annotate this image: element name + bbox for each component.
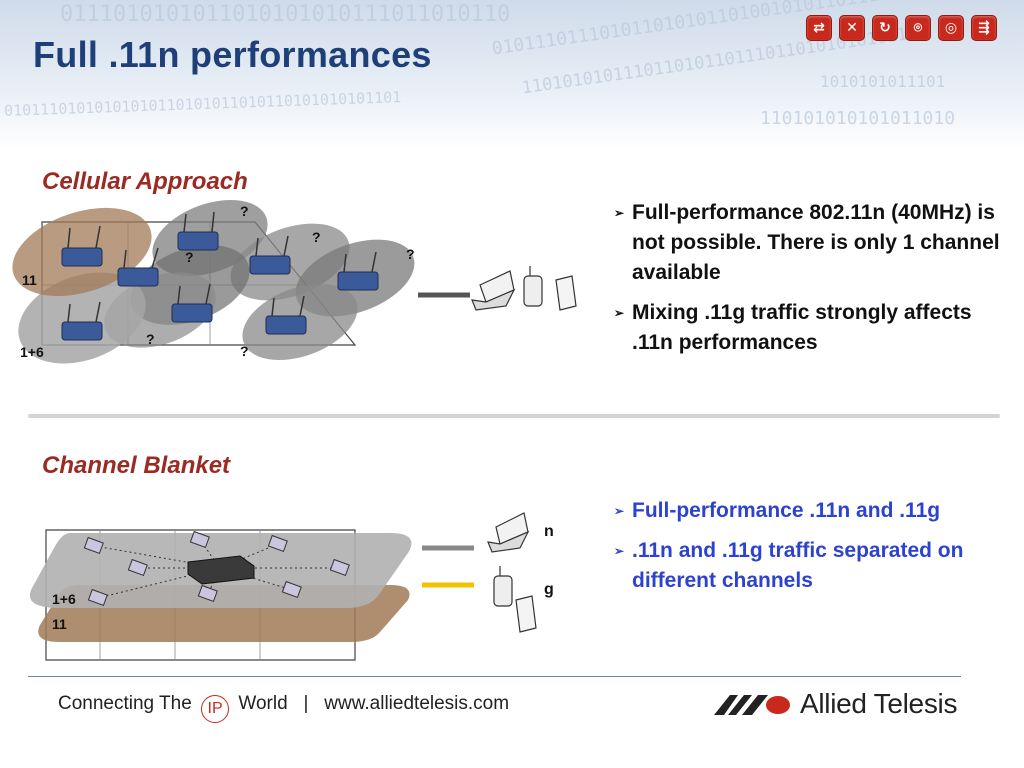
- access-point: [127, 558, 148, 577]
- footer-tagline: Connecting The IP World | www.alliedtele…: [58, 693, 509, 723]
- bullet-item: ➢Full-performance .11n and .11g: [614, 496, 1014, 526]
- zone-11-label: 11: [22, 272, 37, 288]
- broadcast-icon[interactable]: ⌾: [905, 15, 931, 41]
- arrow-bullet-icon: ➢: [614, 544, 625, 558]
- question-mark: ?: [406, 246, 415, 262]
- arrow-bullet-icon: ➢: [614, 504, 625, 518]
- band-n-label: n: [544, 523, 554, 540]
- access-point: [189, 530, 210, 549]
- pda-icon: [515, 595, 537, 633]
- access-point: [265, 315, 307, 335]
- ip-logo-icon: IP: [201, 695, 230, 723]
- access-point: [87, 588, 108, 607]
- laptop-icon: [487, 512, 530, 553]
- blanket-bullet-list: ➢Full-performance .11n and .11g ➢.11n an…: [614, 496, 1014, 606]
- band-g-label: g: [544, 581, 554, 598]
- footer-rule: [28, 676, 961, 677]
- question-mark: ?: [146, 331, 155, 347]
- pda-icon: [555, 275, 577, 311]
- binary-pattern: 110101010101011010: [760, 108, 956, 129]
- nav-icon-bar: ⇄ ✕ ↻ ⌾ ◎ ⇶: [806, 15, 997, 41]
- question-mark: ?: [240, 203, 249, 219]
- arrow-bullet-icon: ➢: [614, 306, 625, 320]
- access-point: [61, 321, 103, 341]
- shuffle-icon[interactable]: ✕: [839, 15, 865, 41]
- access-point: [177, 231, 219, 251]
- phone-icon: [493, 566, 513, 607]
- phone-icon: [523, 266, 543, 307]
- cellular-heading: Cellular Approach: [42, 168, 248, 195]
- bullet-item: ➢Mixing .11g traffic strongly affects .1…: [614, 298, 1014, 358]
- bullet-item: ➢Full-performance 802.11n (40MHz) is not…: [614, 198, 1014, 288]
- bullet-item: ➢.11n and .11g traffic separated on diff…: [614, 536, 1014, 596]
- switch-icon: [187, 555, 255, 585]
- binary-pattern: 1010101011101: [820, 72, 946, 91]
- allied-telesis-mark-icon: [714, 695, 790, 715]
- laptop-icon: [471, 270, 516, 311]
- network-icon[interactable]: ⇶: [971, 15, 997, 41]
- zone-16-label: 1+6: [20, 344, 44, 360]
- zone-11-label: 11: [52, 616, 67, 632]
- access-point: [171, 303, 213, 323]
- access-point: [197, 584, 218, 603]
- arrow-bullet-icon: ➢: [614, 206, 625, 220]
- access-point: [267, 534, 288, 553]
- access-point: [249, 255, 291, 275]
- signal-icon[interactable]: ◎: [938, 15, 964, 41]
- footer-url-link[interactable]: www.alliedtelesis.com: [324, 693, 510, 714]
- access-point: [117, 267, 159, 287]
- access-point: [61, 247, 103, 267]
- question-mark: ?: [240, 343, 249, 359]
- access-point: [337, 271, 379, 291]
- section-divider: [28, 414, 1000, 418]
- zone-16-label: 1+6: [52, 591, 76, 607]
- binary-pattern: 0111010101011010101010111011010110: [60, 2, 511, 27]
- access-point: [281, 580, 302, 599]
- question-mark: ?: [312, 229, 321, 245]
- blanket-diagram: [29, 512, 537, 661]
- exchange-icon[interactable]: ⇄: [806, 15, 832, 41]
- blanket-heading: Channel Blanket: [42, 452, 231, 479]
- cellular-diagram: [12, 200, 577, 364]
- cellular-bullet-list: ➢Full-performance 802.11n (40MHz) is not…: [614, 198, 1014, 368]
- page-title: Full .11n performances: [33, 34, 432, 75]
- refresh-icon[interactable]: ↻: [872, 15, 898, 41]
- brand-logo: Allied Telesis: [712, 688, 957, 720]
- access-point: [83, 536, 104, 555]
- question-mark: ?: [185, 249, 194, 265]
- access-point: [329, 558, 350, 577]
